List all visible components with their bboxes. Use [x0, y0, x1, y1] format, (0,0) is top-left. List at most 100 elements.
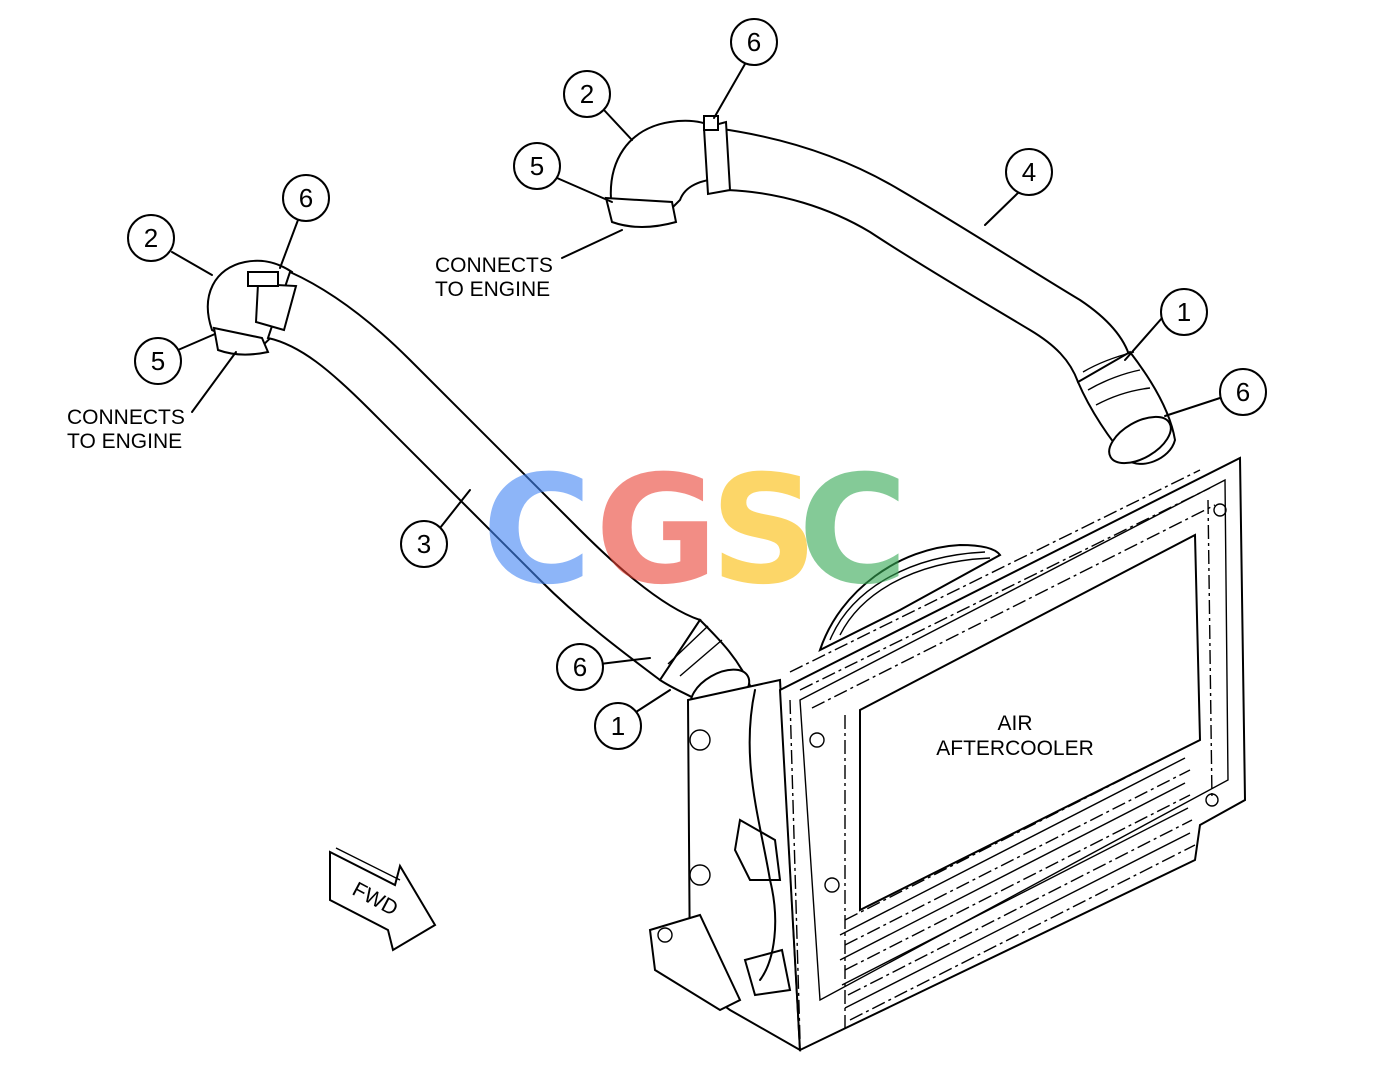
callout-number: 6 [299, 183, 313, 213]
leader-connects-left [191, 351, 237, 413]
mount-hole [689, 729, 711, 751]
leader-6b [1164, 397, 1221, 417]
note-line: AIR [997, 712, 1032, 735]
fan-shroud [818, 543, 1002, 652]
mount-hole [657, 927, 673, 943]
callout-number: 4 [1022, 157, 1036, 187]
fwd-arrow-shape [329, 850, 437, 952]
callout-number: 5 [530, 151, 544, 181]
leader-2a [603, 109, 633, 141]
aftercooler-top-rail [789, 469, 1201, 673]
leader-3 [439, 489, 471, 529]
callout-4: 4 [1005, 148, 1053, 196]
mount-hole [824, 877, 840, 893]
callout-number: 3 [417, 529, 431, 559]
callout-number: 1 [611, 711, 625, 741]
leader-6a [713, 63, 746, 119]
upper-clamp-screw [703, 115, 719, 131]
callout-6d: 6 [556, 643, 604, 691]
watermark-letter: S [710, 444, 818, 618]
aftercooler-fin [844, 769, 1191, 946]
watermark: C G S C [482, 444, 908, 618]
lower-mount-bracket [733, 818, 782, 881]
leader-4 [984, 191, 1020, 226]
left-tube-assembly [206, 259, 754, 716]
callout-circle [594, 702, 642, 750]
callout-number: 1 [1177, 297, 1191, 327]
upper-elbow [609, 119, 724, 212]
aftercooler-top-rail [799, 487, 1211, 691]
left-tube-hose-rib [667, 625, 709, 665]
leader-5a [556, 177, 613, 203]
callout-1b: 1 [594, 702, 642, 750]
aftercooler-core [648, 456, 1247, 1052]
aftercooler-fin [839, 757, 1186, 936]
fan-shroud-line [839, 557, 991, 636]
aftercooler-vertical-rail [1207, 499, 1213, 801]
note-aftercooler: AIR AFTERCOOLER [936, 712, 1094, 760]
leader-lines [171, 63, 1221, 713]
mount-hole [1213, 503, 1227, 517]
callout-5a: 5 [513, 142, 561, 190]
upper-tube-hose-rib [1095, 387, 1151, 406]
note-connects-left: CONNECTS TO ENGINE [67, 406, 185, 453]
callout-circle [563, 70, 611, 118]
callout-1a: 1 [1160, 288, 1208, 336]
leader-1b [635, 689, 671, 713]
note-line: TO ENGINE [67, 430, 182, 453]
callout-circle [513, 142, 561, 190]
upper-tube-assembly [604, 115, 1177, 465]
aftercooler-panel [859, 533, 1202, 912]
forward-arrow: FWD [329, 847, 437, 952]
aftercooler-top-rail [811, 504, 1216, 709]
aftercooler-bracket [648, 913, 742, 1012]
left-elbow-clamp [212, 326, 270, 356]
leader-2b [171, 251, 213, 276]
aftercooler-fin [839, 782, 1186, 961]
callout-number: 6 [747, 27, 761, 57]
hose-pipe [748, 689, 777, 981]
callout-circle [127, 214, 175, 262]
aftercooler-fin [844, 744, 1191, 921]
callout-6b: 6 [1219, 368, 1267, 416]
callout-number: 2 [580, 79, 594, 109]
mount-hole [1205, 793, 1219, 807]
note-line: TO ENGINE [435, 278, 550, 301]
callout-number: 2 [144, 223, 158, 253]
left-clamp-top [254, 282, 298, 332]
left-clamp-screw [247, 271, 279, 287]
note-line: CONNECTS [435, 254, 553, 277]
callout-circle [1160, 288, 1208, 336]
callout-circle [1005, 148, 1053, 196]
callout-3: 3 [400, 520, 448, 568]
callout-circle [556, 643, 604, 691]
callout-circle [400, 520, 448, 568]
upper-tube [713, 126, 1132, 384]
leader-connects-upper [561, 229, 623, 259]
upper-tube-hose-end [1108, 415, 1172, 465]
aftercooler-fin [841, 807, 1189, 986]
note-line: CONNECTS [67, 406, 185, 429]
note-line: AFTERCOOLER [936, 737, 1094, 760]
aftercooler-vertical-rail [789, 699, 801, 1041]
callout-circle [1219, 368, 1267, 416]
aftercooler-fin [844, 832, 1191, 1009]
watermark-letter: C [482, 444, 592, 618]
note-connects-upper: CONNECTS TO ENGINE [435, 254, 553, 301]
fan-shroud-line [829, 551, 986, 641]
mount-hole [809, 732, 825, 748]
upper-clamp-top [702, 120, 732, 196]
callout-2a: 2 [563, 70, 611, 118]
callout-6c: 6 [282, 174, 330, 222]
leader-1a [1124, 317, 1163, 361]
left-tube-hose-rib [679, 639, 723, 677]
leader-6d [599, 657, 651, 665]
mount-hole [689, 864, 711, 886]
aftercooler-fin [844, 794, 1191, 971]
callout-6a: 6 [730, 18, 778, 66]
callout-circle [730, 18, 778, 66]
callout-circle [282, 174, 330, 222]
upper-tube-hose-rib [1087, 369, 1141, 391]
lower-mount-bracket [743, 948, 792, 997]
